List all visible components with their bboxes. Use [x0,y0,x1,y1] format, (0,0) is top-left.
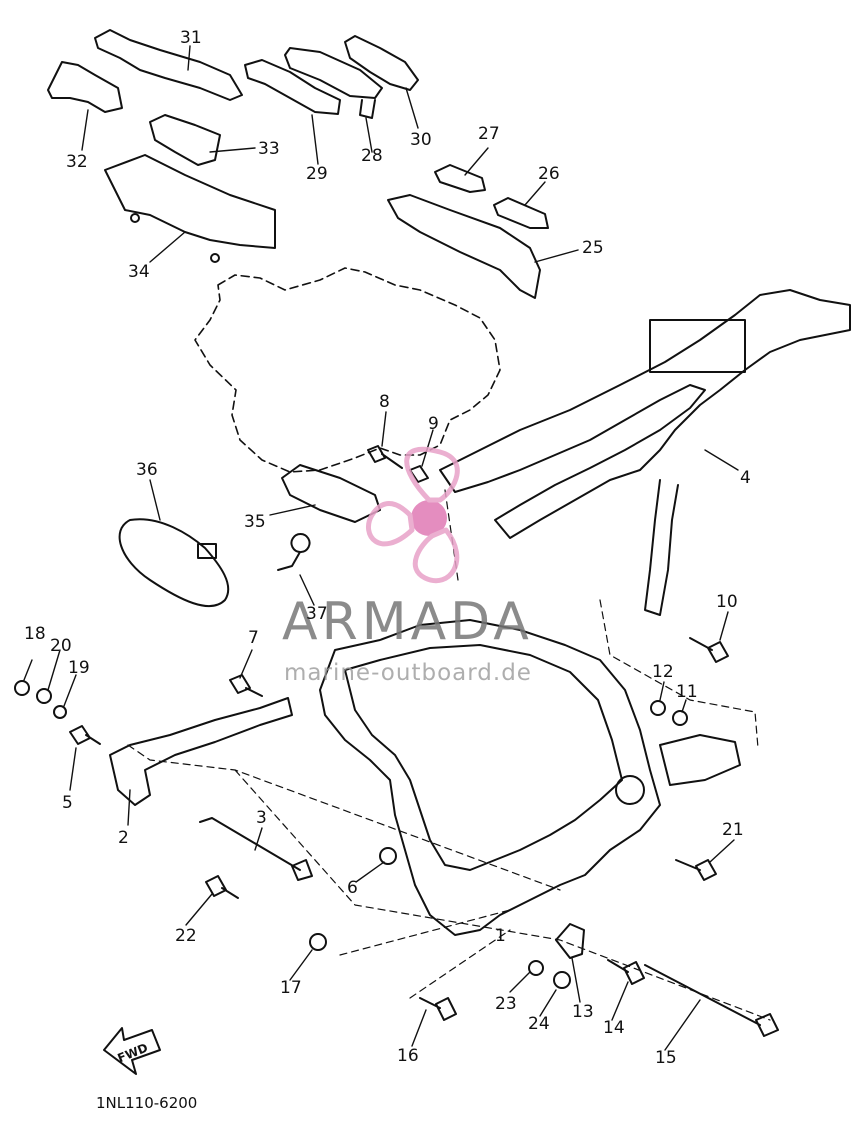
callout-5: 5 [62,793,73,813]
part-4-strut [644,479,679,616]
callout-25: 25 [582,238,604,258]
part-12-collar [650,700,666,716]
callout-26: 26 [538,164,560,184]
part-1-main-frame-inner [344,644,623,871]
part-36-connector [197,543,217,559]
part-15-bolt [644,964,779,1037]
part-21-bolt [675,859,717,881]
part-8-bolt [367,445,403,469]
part-24-collar [553,971,571,989]
callout-19: 19 [68,658,90,678]
part-34-bracket [104,154,276,249]
callout-16: 16 [397,1046,419,1066]
part-26-pad [493,197,549,229]
part-34-bolt [210,253,220,263]
callout-24: 24 [528,1014,550,1034]
part-1-swingarm-pivot [615,775,645,805]
fwd-arrow-icon [103,1027,161,1075]
callout-9: 9 [428,414,439,434]
part-30-plate [344,35,419,91]
callout-34: 34 [128,262,150,282]
part-28-plate [284,47,383,99]
part-25-cover [387,194,541,299]
callout-35: 35 [244,512,266,532]
callout-4: 4 [740,468,751,488]
part-6-collar [379,847,397,865]
diagram-part-code: 1NL110-6200 [96,1094,198,1112]
callout-31: 31 [180,28,202,48]
part-22-bolt [205,875,239,899]
part-29-plate [244,59,341,115]
part-1-rear-bracket [659,734,741,786]
watermark-subtitle: marine-outboard.de [284,660,532,686]
part-23-collar [528,960,544,976]
callout-22: 22 [175,926,197,946]
part-14-bolt [607,959,645,985]
callout-8: 8 [379,392,390,412]
part-10-bolt [689,637,729,663]
callout-10: 10 [716,592,738,612]
callout-32: 32 [66,152,88,172]
callout-2: 2 [118,828,129,848]
part-4-subframe [439,289,851,539]
callout-17: 17 [280,978,302,998]
watermark-brand: ARMADA [282,592,533,652]
callout-20: 20 [50,636,72,656]
part-33-cover [149,114,221,166]
callout-13: 13 [572,1002,594,1022]
watermark-propeller-icon [366,446,460,584]
callout-18: 18 [24,624,46,644]
part-32-bracket [47,61,123,113]
part-3-bolt [199,817,313,881]
part-5-bolt [69,725,101,745]
part-36-harness [118,518,230,608]
part-9-collar [409,465,429,483]
callout-3: 3 [256,808,267,828]
callout-6: 6 [347,878,358,898]
leader-lines [23,45,739,1051]
callout-21: 21 [722,820,744,840]
callout-1: 1 [495,926,506,946]
callout-7: 7 [248,628,259,648]
part-7-bolt [229,674,263,697]
callout-14: 14 [603,1018,625,1038]
part-20-washer [36,688,52,704]
callout-37: 37 [306,604,328,624]
part-13-bracket [555,923,585,959]
part-27-pad [434,164,486,193]
callout-11: 11 [676,682,698,702]
callout-30: 30 [410,130,432,150]
part-34-bolt [130,213,140,223]
callout-12: 12 [652,662,674,682]
callout-33: 33 [258,139,280,159]
callout-28: 28 [361,146,383,166]
part-16-bolt [419,997,457,1021]
part-4-battery-box [649,319,746,373]
part-2-downtube [109,697,293,806]
callout-23: 23 [495,994,517,1014]
callout-29: 29 [306,164,328,184]
part-11-collar [672,710,688,726]
part-35-guard [281,464,381,523]
assembly-lines [127,489,771,1021]
part-18-nut [14,680,30,696]
part-28-tab [359,99,376,119]
part-37-clip [277,533,311,571]
callout-27: 27 [478,124,500,144]
callout-36: 36 [136,460,158,480]
part-19-washer [53,705,67,719]
callout-15: 15 [655,1048,677,1068]
engine-outline [194,267,501,473]
part-1-main-frame [319,619,661,936]
part-31-cover [94,29,243,101]
part-17-collar [309,933,327,951]
